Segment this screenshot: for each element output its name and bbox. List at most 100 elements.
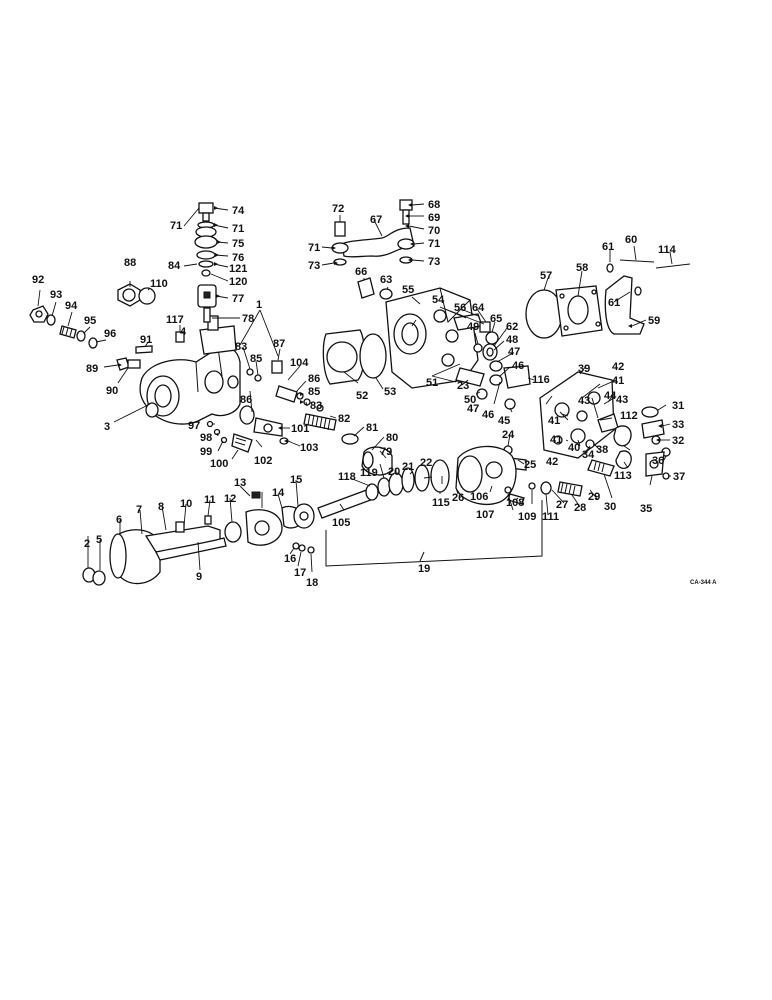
callout-68: 68 — [428, 199, 440, 211]
callout-117: 117 — [166, 314, 184, 326]
callout-100: 100 — [210, 458, 228, 470]
callout-32: 32 — [672, 435, 684, 447]
callout-105: 105 — [332, 517, 350, 529]
callout-60: 60 — [625, 234, 637, 246]
callout-111: 111 — [542, 511, 559, 523]
gaskets — [322, 329, 387, 385]
callout-17: 17 — [294, 567, 306, 579]
callout-102: 102 — [254, 455, 272, 467]
callout-63: 63 — [380, 274, 392, 286]
callout-73b: 73 — [428, 256, 440, 268]
callout-56: 56 — [454, 302, 466, 314]
callout-41c: 41 — [550, 434, 562, 446]
callout-46b: 46 — [482, 409, 494, 421]
callout-71a: 71 — [170, 220, 182, 232]
callout-3: 3 — [104, 421, 110, 433]
callout-42b: 42 — [546, 456, 558, 468]
callout-86a: 86 — [308, 373, 320, 385]
callout-82: 82 — [338, 413, 350, 425]
callout-91: 91 — [140, 334, 152, 346]
callout-114: 114 — [658, 244, 677, 256]
callout-71d: 71 — [428, 238, 440, 250]
callout-numbers: 74 71 71 75 76 84 121 120 77 88 110 1 78… — [32, 199, 717, 589]
callout-75: 75 — [232, 238, 244, 250]
callout-88: 88 — [124, 257, 136, 269]
callout-59: 59 — [648, 315, 660, 327]
callout-79: 79 — [380, 446, 392, 458]
callout-21: 21 — [402, 461, 414, 473]
callout-70: 70 — [428, 225, 440, 237]
callout-46a: 46 — [512, 360, 524, 372]
callout-5: 5 — [96, 534, 102, 546]
spring-assembly — [303, 404, 359, 445]
callout-81: 81 — [366, 422, 378, 434]
callout-7: 7 — [136, 504, 142, 516]
callout-47a: 47 — [508, 346, 520, 358]
callout-116: 116 — [532, 374, 550, 386]
callout-106: 106 — [470, 491, 488, 503]
callout-94: 94 — [65, 300, 78, 312]
figure-code: CA-344 A — [690, 580, 717, 586]
callout-18: 18 — [306, 577, 318, 589]
callout-104: 104 — [290, 357, 309, 369]
callout-97: 97 — [188, 420, 200, 432]
callout-84: 84 — [168, 260, 181, 272]
callout-61a: 61 — [602, 241, 614, 253]
callout-42a: 42 — [612, 361, 624, 373]
valve-parts — [453, 313, 531, 410]
callout-2: 2 — [84, 538, 90, 550]
bracket-assembly — [525, 259, 691, 339]
callout-36: 36 — [652, 455, 664, 467]
callout-83a: 83 — [235, 341, 247, 353]
callout-72: 72 — [332, 203, 344, 215]
callout-57: 57 — [540, 270, 552, 282]
assembly-bracket-19 — [325, 500, 543, 567]
callout-83b: 83 — [310, 400, 322, 412]
callout-62: 62 — [506, 321, 518, 333]
callout-96: 96 — [104, 328, 116, 340]
leader-lines — [37, 203, 673, 573]
callout-71c: 71 — [308, 242, 320, 254]
left-fittings — [29, 283, 156, 371]
callout-8: 8 — [158, 501, 164, 513]
callout-51: 51 — [426, 377, 438, 389]
callout-115: 115 — [432, 497, 450, 509]
callout-53: 53 — [384, 386, 396, 398]
callout-26: 26 — [452, 492, 464, 504]
callout-47b: 47 — [467, 403, 479, 415]
callout-107: 107 — [476, 509, 494, 521]
callout-35: 35 — [640, 503, 652, 515]
callout-49: 49 — [467, 321, 479, 333]
callout-85b: 85 — [308, 386, 320, 398]
callout-40: 40 — [568, 442, 580, 454]
callout-85a: 85 — [250, 353, 262, 365]
callout-61b: 61 — [608, 297, 620, 309]
callout-74: 74 — [232, 205, 245, 217]
callout-109: 109 — [518, 511, 536, 523]
callout-121: 121 — [229, 263, 247, 275]
callout-6: 6 — [116, 514, 122, 526]
callout-25: 25 — [524, 459, 536, 471]
callout-73a: 73 — [308, 260, 320, 272]
callout-86b: 86 — [240, 394, 252, 406]
callout-1: 1 — [256, 299, 262, 311]
pump-housing — [139, 315, 241, 425]
callout-110: 110 — [150, 278, 168, 290]
callout-37: 37 — [673, 471, 685, 483]
callout-119: 119 — [360, 467, 378, 479]
callout-92: 92 — [32, 274, 44, 286]
callout-52: 52 — [356, 390, 368, 402]
end-plate — [539, 371, 619, 459]
rotor-assembly — [317, 445, 536, 519]
callout-33: 33 — [672, 419, 684, 431]
callout-89: 89 — [86, 363, 98, 375]
callout-19: 19 — [418, 563, 430, 575]
callout-113: 113 — [614, 470, 632, 482]
callout-78: 78 — [242, 313, 254, 325]
callout-30: 30 — [604, 501, 616, 513]
callout-71b: 71 — [232, 223, 244, 235]
callout-31: 31 — [672, 400, 684, 412]
callout-29: 29 — [588, 491, 600, 503]
callout-64: 64 — [472, 302, 485, 314]
